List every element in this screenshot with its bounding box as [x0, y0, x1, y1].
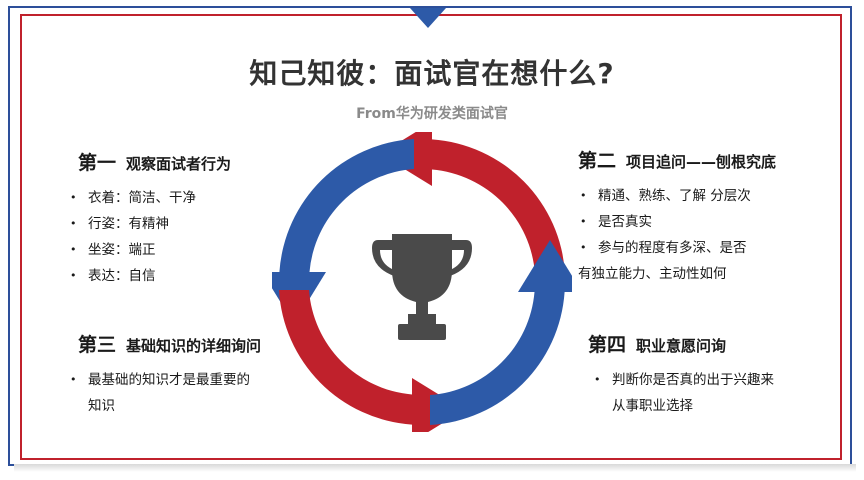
list-item-continuation: 从事职业选择: [612, 398, 693, 414]
frame-shadow: [14, 464, 856, 472]
section-second-number: 第二: [578, 150, 617, 172]
section-second-title: 项目追问——刨根究底: [626, 153, 777, 171]
list-item: 判断你是否真的出于兴趣来: [592, 367, 774, 393]
section-first-title: 观察面试者行为: [126, 155, 232, 173]
section-fourth-title: 职业意愿问询: [636, 337, 727, 355]
slide-subtitle: From华为研发类面试官: [356, 106, 508, 122]
list-item-continuation: 有独立能力、主动性如何: [578, 266, 727, 282]
trophy-icon: [372, 234, 472, 340]
section-third-title: 基础知识的详细询问: [126, 337, 262, 355]
section-fourth-list: 判断你是否真的出于兴趣来 从事职业选择: [592, 367, 774, 419]
cycle-arrows-icon: [272, 132, 572, 432]
list-item: 行姿：有精神: [68, 211, 231, 237]
cycle-arrow-bottom-right: [430, 240, 572, 425]
section-first-list: 衣着：简洁、干净 行姿：有精神 坐姿：端正 表达：自信: [68, 185, 231, 289]
list-item: 最基础的知识才是最重要的: [68, 367, 261, 393]
section-fourth-number: 第四: [588, 334, 627, 356]
list-item: 表达：自信: [68, 263, 231, 289]
section-third-list: 最基础的知识才是最重要的 知识: [68, 367, 261, 419]
list-item: 是否真实: [578, 209, 776, 235]
section-second-list: 精通、熟练、了解 分层次 是否真实 参与的程度有多深、是否 有独立能力、主动性如…: [578, 183, 776, 287]
section-second-heading: 第二项目追问——刨根究底: [578, 146, 776, 173]
section-fourth-heading: 第四职业意愿问询: [588, 330, 774, 357]
list-item: 精通、熟练、了解 分层次: [578, 183, 776, 209]
list-item: 参与的程度有多深、是否: [578, 235, 776, 261]
list-item-continuation: 知识: [88, 398, 115, 414]
slide-title: 知己知彼：面试官在想什么?: [249, 57, 615, 90]
section-third-heading: 第三基础知识的详细询问: [78, 330, 261, 357]
section-third-number: 第三: [78, 334, 117, 356]
list-item: 坐姿：端正: [68, 237, 231, 263]
section-first-heading: 第一观察面试者行为: [78, 148, 231, 175]
list-item: 衣着：简洁、干净: [68, 185, 231, 211]
section-first-number: 第一: [78, 152, 117, 174]
top-triangle-marker: [410, 8, 446, 28]
